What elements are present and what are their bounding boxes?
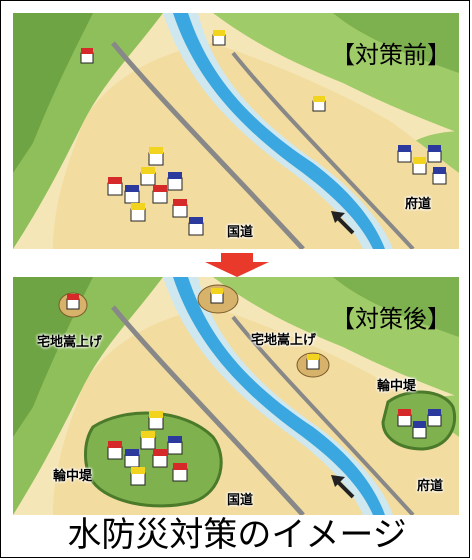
transition-arrow-icon bbox=[205, 253, 269, 277]
label-prefectural-road-after: 府道 bbox=[417, 479, 444, 494]
houses-cluster-before-right bbox=[397, 145, 447, 185]
label-ring-levee-right: 輪中堤 bbox=[377, 379, 417, 394]
label-raised-land-left: 宅地嵩上げ bbox=[37, 335, 103, 350]
before-title: 【対策前】 bbox=[331, 41, 451, 69]
after-title: 【対策後】 bbox=[331, 305, 451, 333]
label-ring-levee-left: 輪中堤 bbox=[53, 469, 93, 484]
houses-cluster-after-right bbox=[397, 409, 442, 439]
label-national-road-before: 国道 bbox=[227, 225, 254, 240]
label-national-road-after: 国道 bbox=[227, 493, 254, 508]
before-scene bbox=[13, 13, 459, 249]
after-illustration: 【対策後】 宅地嵩上げ 宅地嵩上げ 輪中堤 輪中堤 国道 府道 bbox=[13, 277, 459, 515]
label-prefectural-road-before: 府道 bbox=[405, 197, 432, 212]
before-illustration: 【対策前】 国道 府道 bbox=[13, 13, 459, 249]
label-raised-land-right: 宅地嵩上げ bbox=[251, 333, 317, 348]
after-scene bbox=[13, 277, 459, 515]
houses-cluster-before-left bbox=[107, 147, 204, 236]
figure-caption: 水防災対策のイメージ bbox=[67, 515, 407, 555]
houses-cluster-after-left bbox=[107, 411, 188, 486]
